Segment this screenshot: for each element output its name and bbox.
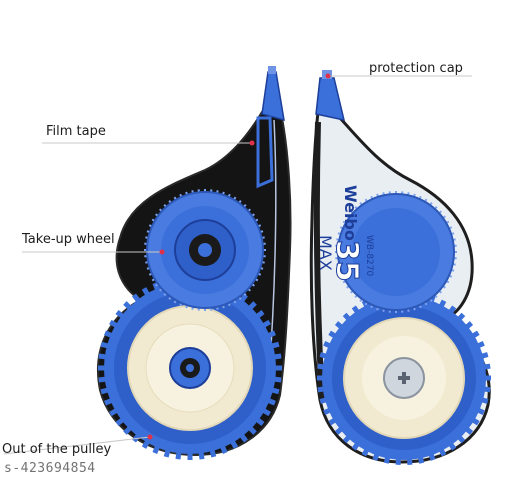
label-out-of-pulley: Out of the pulley — [2, 442, 112, 457]
product-brand: Weibo — [341, 185, 360, 241]
product-print: Weibo 35 MAX WB-8270 — [316, 185, 374, 282]
left-nozzle-tip — [268, 66, 276, 74]
left-nozzle — [261, 71, 285, 122]
label-film-tape: Film tape — [46, 124, 106, 139]
left-tape-guide — [256, 116, 274, 189]
take-up-wheel — [144, 189, 266, 311]
product-model: WB-8270 — [364, 235, 374, 276]
left-dispenser — [96, 66, 292, 460]
product-max: MAX — [316, 235, 335, 271]
product-size: 35 — [329, 240, 364, 282]
protection-cap — [315, 77, 346, 121]
leader-out-of-pulley — [3, 436, 151, 455]
right-dispenser: Weibo 35 MAX WB-8270 — [309, 70, 491, 465]
label-protection-cap: protection cap — [369, 61, 463, 76]
watermark: s-423694854 — [4, 461, 96, 476]
callout-markers — [147, 73, 331, 440]
label-take-up-wheel: Take-up wheel — [22, 232, 115, 247]
callout-lines — [3, 75, 472, 455]
